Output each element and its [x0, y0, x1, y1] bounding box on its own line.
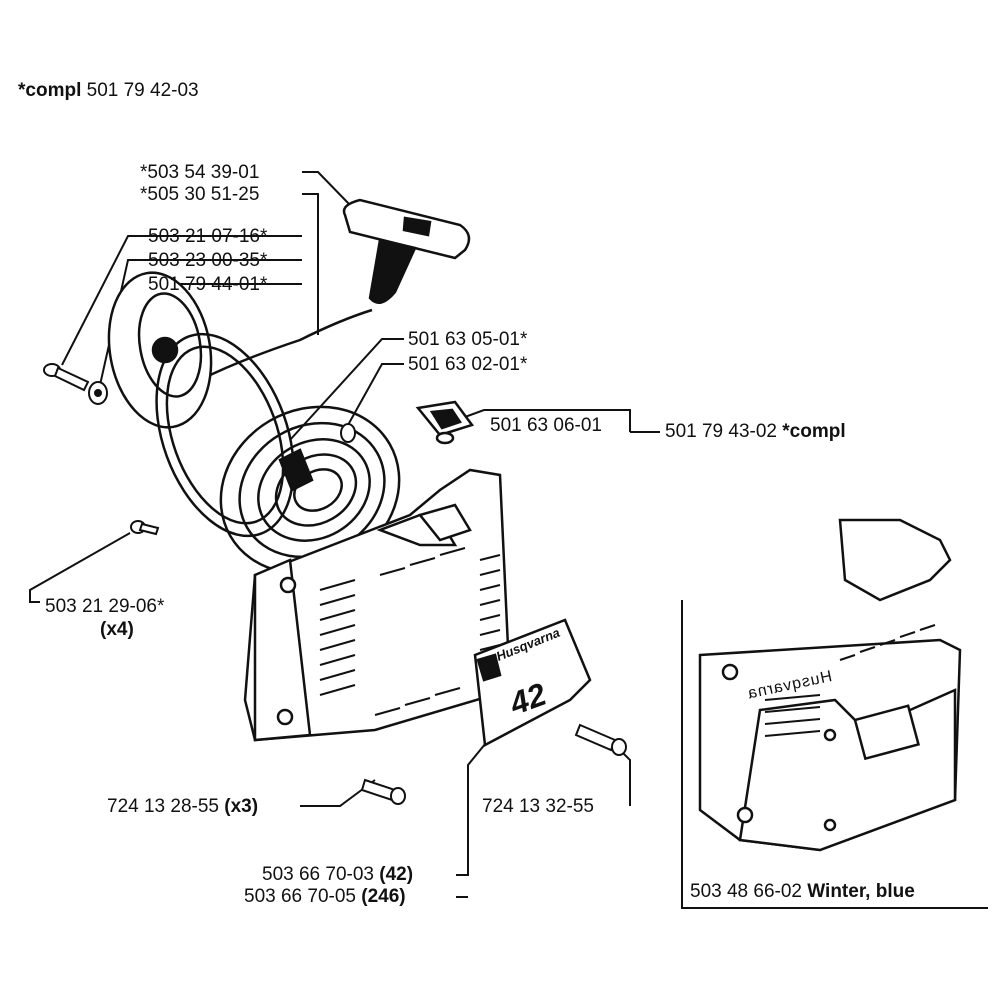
- model-decal: [473, 618, 592, 747]
- label-decal-2: 503 66 70-05 (246): [244, 886, 406, 908]
- winter-number: 503 48 66-02: [690, 881, 802, 902]
- cover-compl-number: 501 79 43-02: [665, 421, 777, 442]
- cover-compl-suffix: *compl: [782, 421, 846, 442]
- label-handle-insert: 501 63 06-01: [490, 415, 602, 436]
- leader-spring-2: [347, 363, 404, 426]
- label-rope: *505 30 51-25: [140, 184, 260, 205]
- leader-screw-4: [617, 747, 631, 806]
- label-cover-compl: 501 79 43-02 *compl: [665, 421, 846, 443]
- inset-frame: [681, 600, 988, 909]
- label-screw-4: 724 13 32-55: [482, 796, 594, 817]
- screw-3-part: [360, 778, 406, 805]
- label-washer: 503 23 00-35*: [148, 250, 268, 271]
- starter-cover: [243, 468, 512, 742]
- label-screw-2-qty: (x4): [100, 619, 134, 640]
- handle-insert: [415, 400, 475, 445]
- leader-decal: [456, 737, 491, 898]
- title-compl-number: 501 79 42-03: [86, 80, 199, 101]
- leader-handle: [302, 171, 351, 206]
- leader-screw-2: [29, 532, 131, 603]
- decal-2-model: (246): [361, 886, 406, 907]
- screw-2-part: [130, 520, 160, 536]
- winter-text: Winter, blue: [807, 881, 915, 902]
- cover-vents: [319, 547, 501, 716]
- winter-cover-vents: [764, 624, 936, 737]
- leader-screw-1: [61, 235, 302, 366]
- decal-1-model: (42): [379, 864, 414, 885]
- title-compl: *compl 501 79 42-03: [18, 80, 199, 102]
- screw-3-qty: (x3): [224, 796, 259, 817]
- title-compl-prefix: *compl: [18, 80, 82, 101]
- starter-handle: [342, 198, 471, 305]
- label-screw-1: 503 21 07-16*: [148, 226, 268, 247]
- label-winter: 503 48 66-02 Winter, blue: [690, 881, 915, 903]
- recoil-spring: [219, 405, 401, 575]
- leader-rope: [302, 193, 319, 335]
- screw-1: [43, 363, 90, 392]
- label-screw-3: 724 13 28-55 (x3): [107, 796, 258, 818]
- starter-rope: [199, 308, 373, 382]
- decal-2-number: 503 66 70-05: [244, 886, 356, 907]
- screw-3-number: 724 13 28-55: [107, 796, 219, 817]
- winter-cover: [698, 518, 962, 852]
- washer-part: [88, 381, 108, 405]
- starter-pulley: [107, 271, 213, 429]
- label-decal-1: 503 66 70-03 (42): [262, 864, 413, 886]
- label-handle: *503 54 39-01: [140, 162, 260, 183]
- screw-4-part: [574, 723, 627, 756]
- label-spring-1: 501 63 05-01*: [408, 329, 528, 350]
- label-spring-2: 501 63 02-01*: [408, 354, 528, 375]
- label-pulley: 501 79 44-01*: [148, 274, 268, 295]
- decal-1-number: 503 66 70-03: [262, 864, 374, 885]
- spring-2-part: [340, 423, 356, 443]
- label-screw-2: 503 21 29-06*: [45, 596, 165, 617]
